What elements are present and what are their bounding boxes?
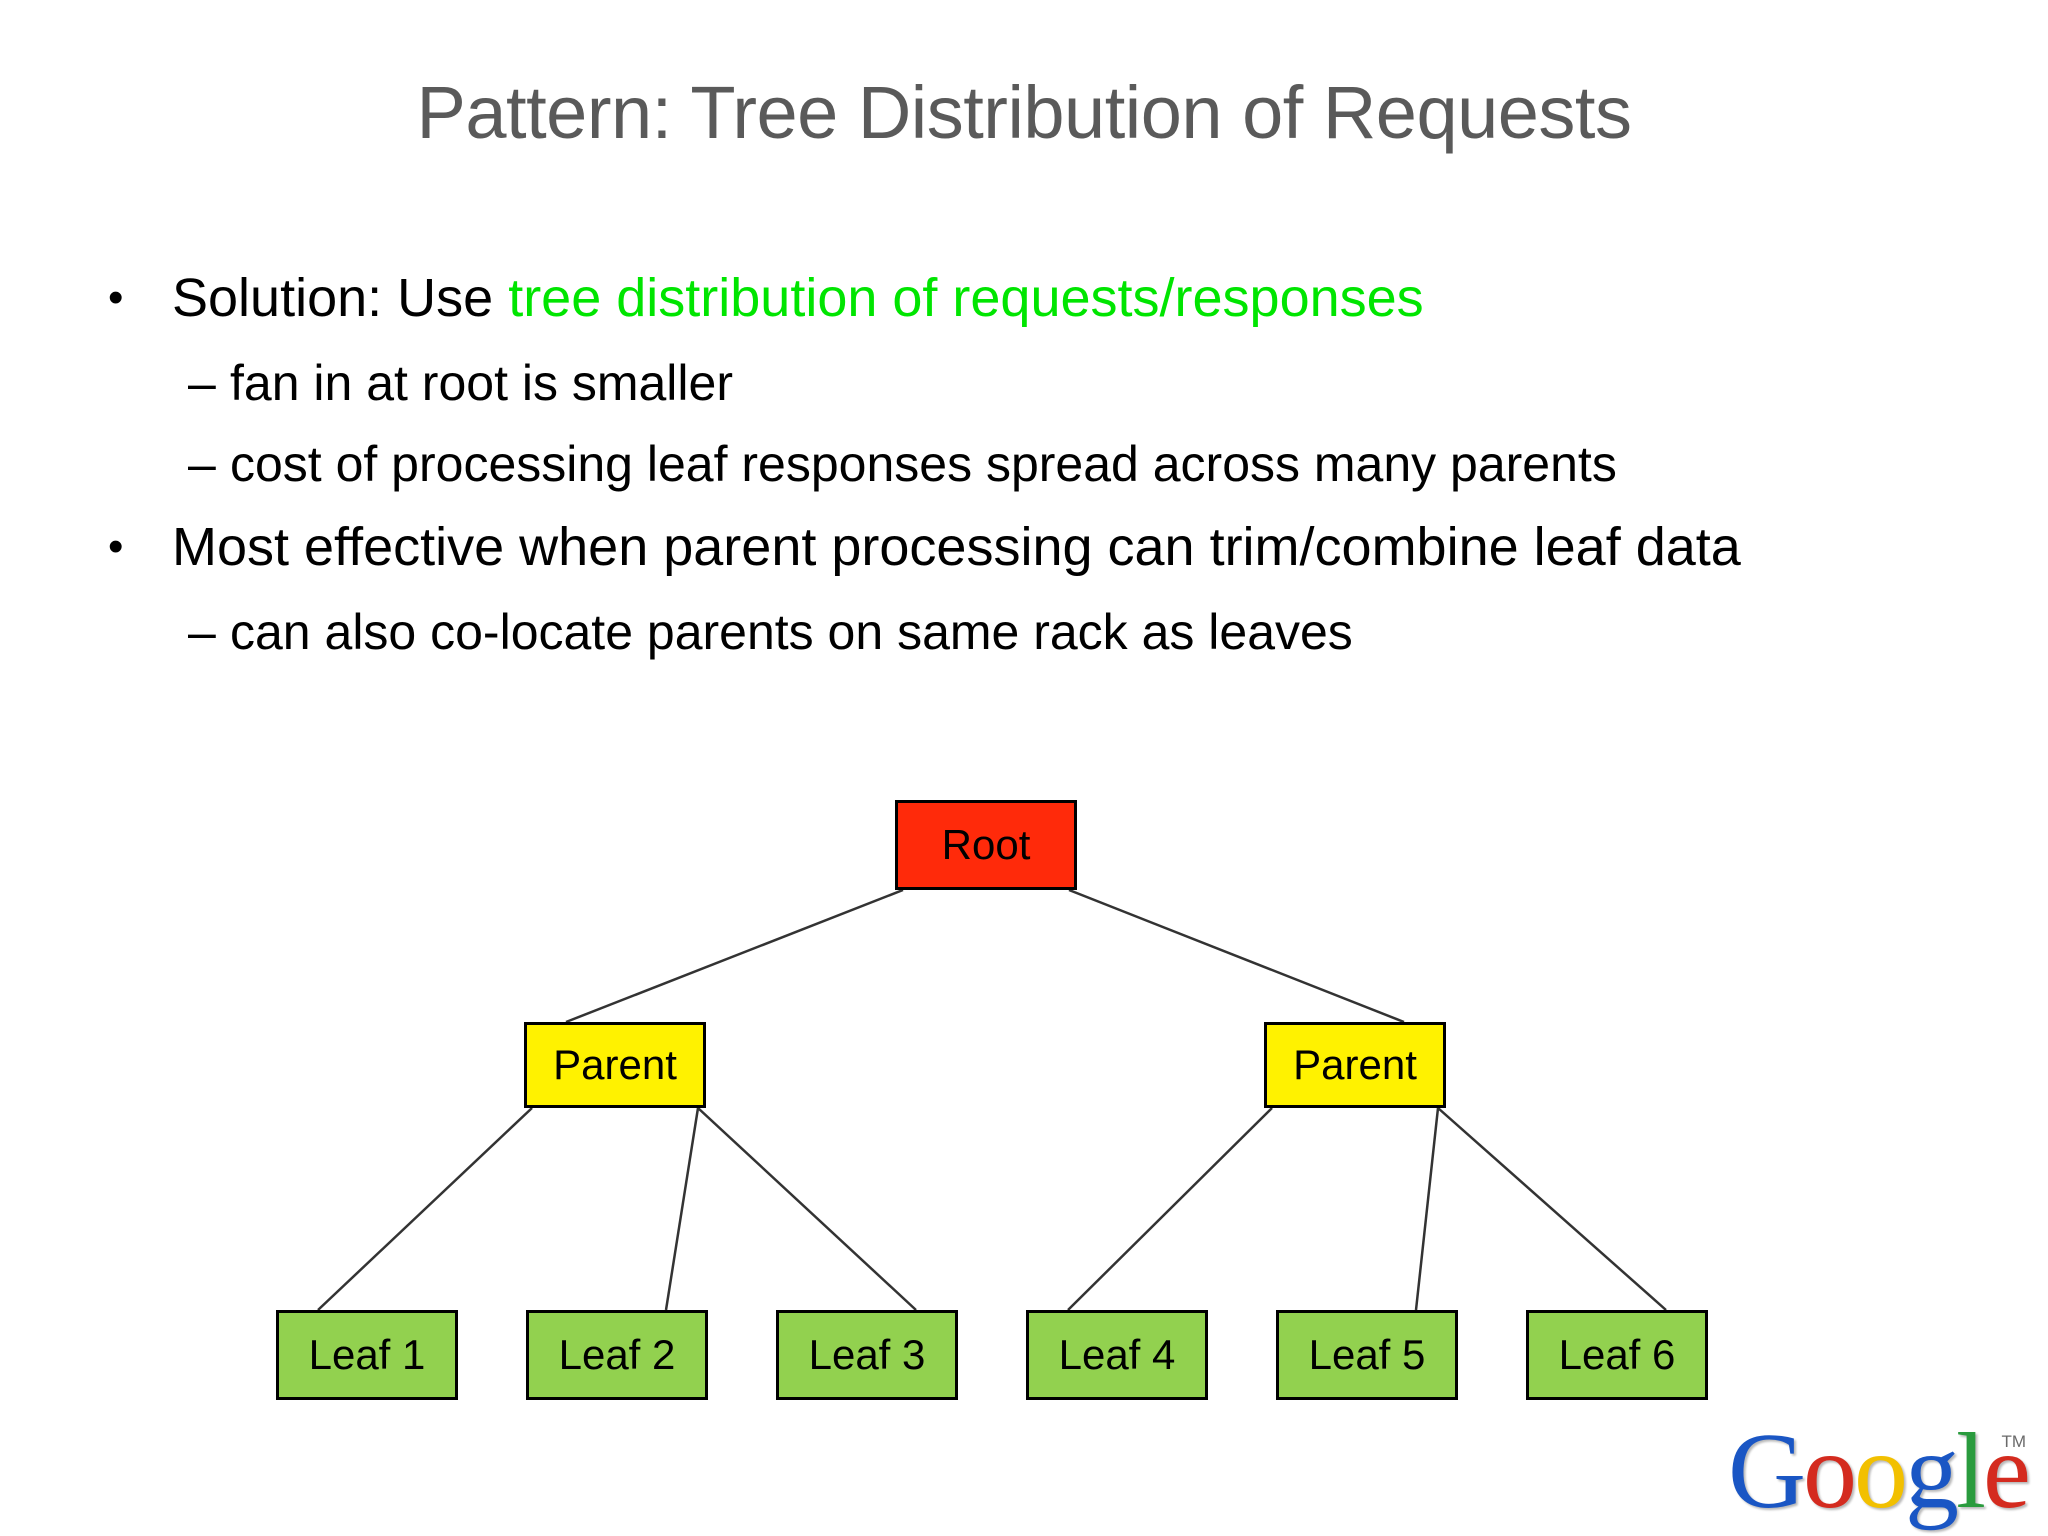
page-title: Pattern: Tree Distribution of Requests	[416, 71, 1632, 154]
tree-edge-p1-leaf2	[664, 1107, 700, 1311]
bullet-text: cost of processing leaf responses spread…	[230, 436, 1617, 492]
sub-bullet-item: –cost of processing leaf responses sprea…	[100, 436, 2000, 493]
trademark-symbol: TM	[2001, 1432, 2026, 1451]
logo-letter: G	[1728, 1412, 1806, 1531]
google-logo: Google TM	[1728, 1414, 2031, 1530]
bullet-text: can also co-locate parents on same rack …	[230, 604, 1353, 660]
dash-marker: –	[188, 604, 216, 660]
tree-edge-p2-leaf5	[1414, 1107, 1440, 1311]
tree-node-label: Root	[941, 821, 1031, 868]
tree-edge-p1-leaf1	[317, 1107, 533, 1311]
tree-node-leaf3: Leaf 3	[776, 1310, 958, 1400]
tree-node-label: Parent	[1293, 1041, 1417, 1088]
google-wordmark: Google	[1728, 1418, 2031, 1526]
tree-edge-p2-leaf4	[1067, 1107, 1273, 1311]
tree-node-leaf2: Leaf 2	[526, 1310, 708, 1400]
tree-node-label: Leaf 5	[1308, 1331, 1426, 1378]
tree-node-leaf1: Leaf 1	[276, 1310, 458, 1400]
logo-letter: e	[1983, 1412, 2031, 1531]
tree-edge-root-p2	[1068, 888, 1405, 1024]
bullet-text: tree distribution of requests/responses	[508, 268, 1424, 328]
tree-node-p1: Parent	[524, 1022, 706, 1108]
bullet-item: • Solution: Use tree distribution of requ…	[100, 268, 2000, 328]
tree-edges	[317, 888, 1667, 1311]
tree-node-label: Leaf 6	[1558, 1331, 1676, 1378]
tree-edge-p2-leaf6	[1437, 1107, 1667, 1311]
tree-node-label: Leaf 4	[1058, 1331, 1176, 1378]
logo-letter: l	[1956, 1412, 1986, 1531]
tree-node-root: Root	[895, 800, 1077, 890]
bullet-text: fan in at root is smaller	[230, 355, 733, 411]
sub-bullet-item: –can also co-locate parents on same rack…	[100, 604, 2000, 661]
bullet-list: • Solution: Use tree distribution of requ…	[100, 268, 2000, 685]
tree-node-leaf4: Leaf 4	[1026, 1310, 1208, 1400]
logo-letter: o	[1854, 1412, 1908, 1531]
dash-marker: –	[188, 436, 216, 492]
bullet-item: • Most effective when parent processing c…	[100, 517, 2000, 577]
logo-letter: g	[1905, 1412, 1959, 1531]
tree-edge-root-p1	[565, 888, 904, 1024]
tree-node-label: Leaf 2	[558, 1331, 676, 1378]
bullet-text: Solution: Use	[172, 268, 509, 328]
tree-node-leaf5: Leaf 5	[1276, 1310, 1458, 1400]
tree-edge-p1-leaf3	[697, 1107, 917, 1311]
dash-marker: –	[188, 355, 216, 411]
tree-node-label: Parent	[553, 1041, 677, 1088]
sub-bullet-item: –fan in at root is smaller	[100, 355, 2000, 412]
bullet-marker: •	[108, 522, 124, 571]
bullet-text: Most effective when parent processing ca…	[172, 517, 1741, 577]
tree-node-leaf6: Leaf 6	[1526, 1310, 1708, 1400]
logo-letter: o	[1803, 1412, 1857, 1531]
tree-node-p2: Parent	[1264, 1022, 1446, 1108]
tree-node-label: Leaf 3	[808, 1331, 926, 1378]
tree-node-label: Leaf 1	[308, 1331, 426, 1378]
bullet-marker: •	[108, 273, 124, 322]
